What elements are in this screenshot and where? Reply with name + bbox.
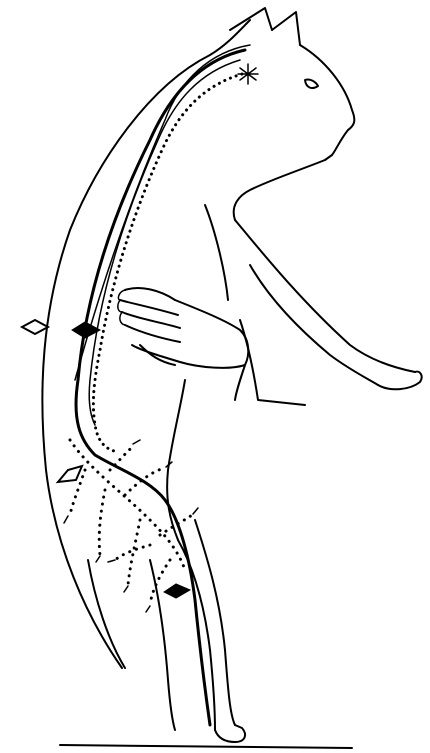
hand-finger-3 xyxy=(122,312,180,328)
nerve-branch-7 xyxy=(150,560,170,605)
cat-front-leg-top xyxy=(235,220,415,372)
cat-ear-right xyxy=(272,12,300,45)
open-arrow-lower xyxy=(58,466,82,482)
spinal-cord-canal xyxy=(75,45,250,380)
cat-front-leg-bottom xyxy=(250,265,378,385)
cat-belly-lower xyxy=(167,380,185,540)
cat-back-contour xyxy=(42,20,250,668)
nerve-branch-8 xyxy=(115,545,150,560)
human-hand xyxy=(118,288,305,405)
cat-front-paw xyxy=(378,372,422,390)
cat-tail xyxy=(88,560,125,668)
sleeve xyxy=(240,320,305,405)
cat-chest xyxy=(234,160,325,220)
cat-hind-paw xyxy=(215,725,245,742)
cat-belly xyxy=(205,205,228,300)
nerve-branch-3 xyxy=(99,490,105,555)
hand-finger-2 xyxy=(120,300,178,315)
cat-ear-left xyxy=(230,8,272,30)
cat-hind-leg-inner xyxy=(195,520,235,725)
sleeve-lower xyxy=(235,365,245,400)
hand-finger-1 xyxy=(125,288,175,300)
cat-haunch xyxy=(150,560,175,730)
open-arrow-left xyxy=(22,320,48,334)
hand-finger-4 xyxy=(125,325,180,342)
cat-eye xyxy=(305,79,318,88)
sensory-dotted-pathway xyxy=(93,74,242,452)
solid-arrow-lower xyxy=(164,584,190,598)
cat-body-outline xyxy=(42,8,421,742)
cat-face xyxy=(300,45,354,160)
ground-line xyxy=(60,745,352,748)
